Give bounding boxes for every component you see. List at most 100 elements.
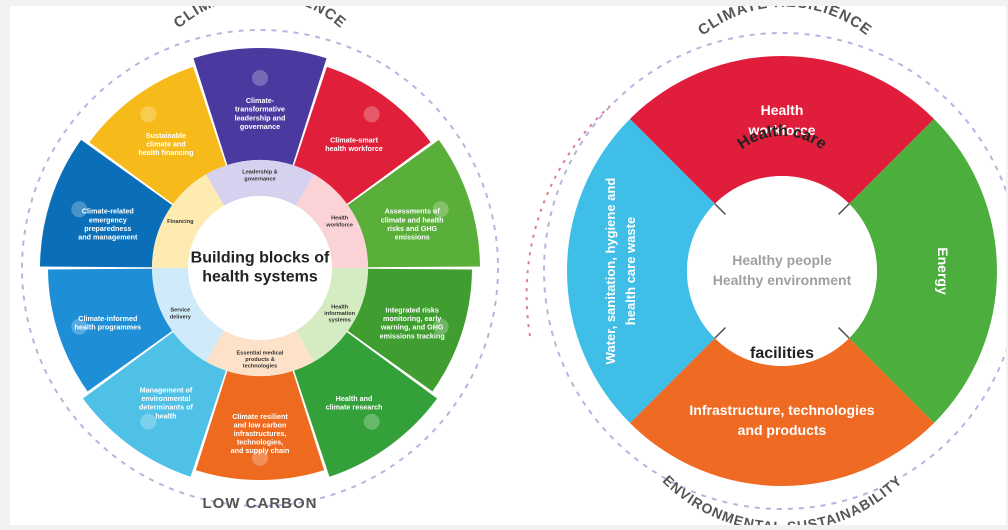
inner-ring-label: Leadership &governance bbox=[242, 170, 277, 183]
component-label-line: Integrated risks bbox=[385, 305, 439, 314]
component-segment bbox=[48, 268, 173, 392]
segment-label-line: health care waste bbox=[623, 217, 638, 325]
inner-ring-label-line: Health bbox=[331, 216, 349, 222]
component-label-line: Climate-related bbox=[82, 207, 134, 216]
component-segment bbox=[195, 370, 325, 480]
component-label-line: emergency bbox=[89, 215, 127, 224]
coins-icon bbox=[140, 106, 157, 123]
group-icon bbox=[140, 413, 157, 430]
inner-ring-label-line: technologies bbox=[243, 364, 278, 370]
component-label-line: emissions tracking bbox=[380, 331, 445, 340]
house-icon bbox=[71, 201, 88, 218]
segment-label: Energy bbox=[935, 247, 951, 295]
component-label-line: Climate-smart bbox=[330, 135, 379, 144]
center-title-line: Building blocks of bbox=[191, 250, 330, 267]
component-label-line: health financing bbox=[138, 148, 193, 157]
component-segment bbox=[294, 66, 431, 204]
inner-ring-label-line: Financing bbox=[167, 219, 194, 225]
component-label-line: Assessments of bbox=[385, 207, 441, 216]
component-label-line: governance bbox=[240, 122, 280, 131]
segment-label: Infrastructure, technologies and products bbox=[689, 402, 874, 438]
component-segment bbox=[629, 338, 935, 486]
inner-ring-label-line: Leadership & bbox=[242, 170, 277, 176]
inner-ring-segment bbox=[206, 160, 314, 206]
component-label-line: leadership and bbox=[235, 113, 286, 122]
divider-line bbox=[838, 327, 850, 339]
component-label-line: and supply chain bbox=[231, 446, 290, 455]
component-segment bbox=[567, 118, 715, 424]
component-label-line: transformative bbox=[235, 105, 285, 114]
component-segment bbox=[629, 56, 935, 204]
recycle-icon bbox=[252, 450, 268, 466]
divider-line bbox=[714, 327, 726, 339]
inner-ring-segment bbox=[206, 330, 314, 376]
component-label-line: and low carbon bbox=[234, 420, 287, 429]
segment-label-line: Water, sanitation, hygiene and bbox=[603, 178, 618, 365]
inner-ring-label-line: information bbox=[324, 311, 355, 317]
component-label-line: climate and bbox=[146, 139, 186, 148]
inner-ring-segment bbox=[152, 174, 224, 268]
component-segment bbox=[89, 66, 226, 204]
inner-ring-label-line: governance bbox=[244, 177, 275, 183]
inner-ring-label-line: Health bbox=[331, 305, 349, 311]
segment-label: Water, sanitation, hygiene and health car… bbox=[603, 178, 638, 365]
component-label-line: monitoring, early bbox=[383, 314, 441, 323]
component-label-line: Sustainable bbox=[146, 131, 186, 140]
center-title: Building blocks of health systems bbox=[191, 250, 330, 286]
component-label-line: determinants of bbox=[139, 403, 194, 412]
center-circle bbox=[188, 196, 332, 340]
people-icon bbox=[363, 106, 380, 123]
inner-ring-label-line: delivery bbox=[170, 315, 192, 321]
divider-line bbox=[714, 203, 726, 215]
climate-resilience-label: CLIMATE RESILIENCE bbox=[695, 6, 875, 39]
center-title-line: health systems bbox=[202, 269, 318, 286]
component-label-line: climate and health bbox=[381, 215, 444, 224]
component-label-line: Climate resilient bbox=[232, 412, 288, 421]
center-circle bbox=[687, 176, 877, 366]
inner-ring-segment bbox=[152, 268, 224, 362]
inner-ring-label-line: products & bbox=[245, 357, 275, 363]
component-label-line: Climate-informed bbox=[78, 314, 137, 323]
inner-ring-label-line: systems bbox=[328, 318, 350, 324]
component-segment bbox=[347, 268, 472, 392]
component-label-line: warning, and GHG bbox=[380, 323, 444, 332]
segment-label-line: Infrastructure, technologies bbox=[689, 402, 874, 418]
inner-ring-segment bbox=[296, 268, 368, 362]
component-label-line: emissions bbox=[395, 232, 430, 241]
component-segment bbox=[40, 139, 173, 268]
inner-ring-label: Financing bbox=[167, 219, 194, 225]
low-carbon-label: LOW CARBON bbox=[203, 495, 318, 512]
component-label-line: health workforce bbox=[325, 144, 383, 153]
component-label-line: infrastructures, bbox=[234, 429, 287, 438]
segment-label-line: and products bbox=[738, 422, 827, 438]
component-segment bbox=[82, 332, 226, 477]
component-segment bbox=[193, 48, 327, 166]
component-label-line: climate research bbox=[326, 403, 383, 412]
share-icon bbox=[363, 413, 380, 430]
facilities-label: facilities bbox=[750, 345, 814, 362]
center-title-line: Healthy environment bbox=[713, 272, 852, 288]
component-label-line: environmental bbox=[141, 394, 190, 403]
inner-ring-label-line: Service bbox=[170, 308, 190, 314]
inner-ring-label-line: Essential medical bbox=[237, 351, 284, 357]
component-segment bbox=[294, 332, 438, 477]
component-label-line: Health and bbox=[336, 394, 373, 403]
segment-label-line: Energy bbox=[935, 247, 951, 295]
segment-label-line: workforce bbox=[748, 122, 816, 138]
component-label-line: technologies, bbox=[237, 438, 283, 447]
component-label-line: health programmes bbox=[74, 323, 141, 332]
